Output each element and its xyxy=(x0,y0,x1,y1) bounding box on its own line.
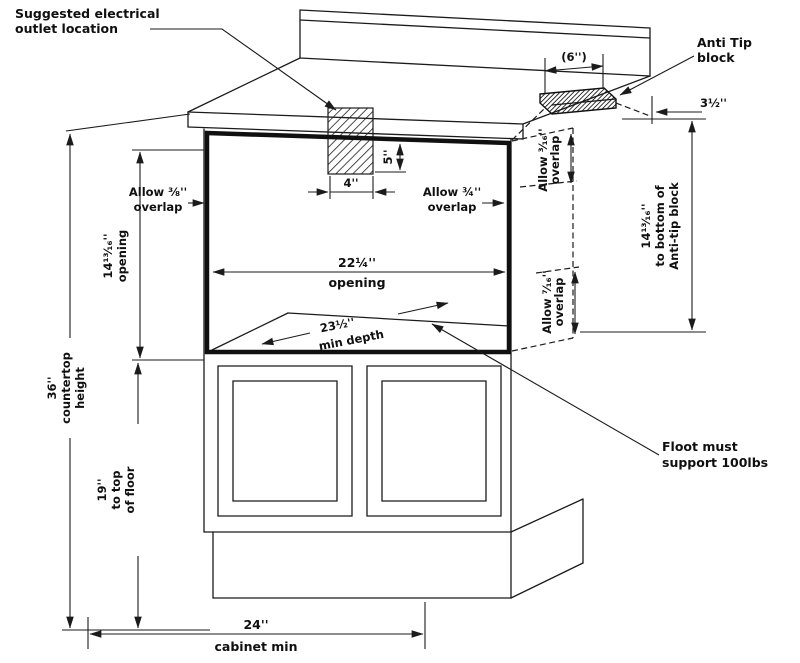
dim-overlap-716-line1: Allow ⁷⁄₁₆'' xyxy=(540,270,554,333)
dim-cabinet-min: 24'' cabinet min xyxy=(87,602,426,654)
cavity-floor-back-edge xyxy=(287,312,510,327)
anti-tip-leader-line xyxy=(619,55,695,96)
dim-floor-height-line2: to top xyxy=(109,470,123,509)
dim-block-offset-label: 3½'' xyxy=(700,96,727,110)
note-overlap-right: Allow ¾'' overlap xyxy=(423,185,505,214)
dim-outlet-width-label: 4'' xyxy=(343,176,358,190)
dim-opening-height-line1: 14¹³⁄₁₆'' xyxy=(101,233,115,278)
dim-overlap-316: Allow ³⁄₁₆'' overlap xyxy=(536,128,575,192)
dim-cabinet-min-line1: 24'' xyxy=(243,617,268,632)
dim-countertop-height: 36'' countertop height xyxy=(45,113,210,631)
dim-overlap-716-line2: overlap xyxy=(552,278,566,327)
note-overlap-right-line2: overlap xyxy=(428,200,477,214)
cavity-floor-edge xyxy=(211,312,289,351)
dim-overlap-316-line2: overlap xyxy=(548,136,562,185)
dim-opening-width-line1: 22¼'' xyxy=(338,255,376,270)
anti-tip-label-line2: block xyxy=(697,50,735,65)
dim-overlap-716: Allow ⁷⁄₁₆'' overlap xyxy=(540,270,579,335)
dim-outlet-height-label: 5'' xyxy=(381,149,395,164)
outlet-leader-line xyxy=(150,28,337,111)
outlet-note-line1: Suggested electrical xyxy=(15,6,160,21)
dim-countertop-line2: countertop xyxy=(59,352,73,424)
right-door xyxy=(366,365,502,517)
dim-opening-height: 14¹³⁄₁₆'' opening xyxy=(101,149,204,361)
dim-outlet-height: 5'' xyxy=(375,143,406,173)
dim-countertop-line1: 36'' xyxy=(45,376,59,399)
dim-overlap-316-line1: Allow ³⁄₁₆'' xyxy=(536,128,550,191)
dim-floor-height-line1: 19'' xyxy=(95,478,109,501)
dim-block-width-label: (6'') xyxy=(561,50,587,64)
dim-opening-height-line2: opening xyxy=(115,230,129,282)
dim-anti-tip-height: 14¹³⁄₁₆'' to bottom of Anti-tip block xyxy=(580,118,706,333)
dim-countertop-line3: height xyxy=(73,367,87,409)
oven-opening-outline xyxy=(204,130,512,355)
callout-anti-tip: Anti Tip block xyxy=(619,35,752,96)
dim-min-depth: 23½'' min depth xyxy=(261,301,449,353)
anti-tip-block xyxy=(539,87,617,115)
dim-anti-tip-height-line2: to bottom of xyxy=(653,184,667,266)
dim-opening-width-line2: opening xyxy=(328,275,385,290)
dim-anti-tip-height-line1: 14¹³⁄₁₆'' xyxy=(639,203,653,248)
dim-floor-height: 19'' to top of floor xyxy=(95,362,142,629)
callout-floor-support: Floot must support 100lbs xyxy=(431,323,768,470)
dim-block-width: (6'') xyxy=(544,50,604,93)
dim-min-depth-line1: 23½'' xyxy=(319,315,356,335)
floor-support-line1: Floot must xyxy=(662,439,738,454)
dim-block-offset: 3½'' xyxy=(651,96,727,124)
note-overlap-left-line1: Allow ⅜'' xyxy=(129,185,187,199)
outlet-note-line2: outlet location xyxy=(15,21,118,36)
floor-support-line2: support 100lbs xyxy=(662,455,768,470)
dim-anti-tip-height-line3: Anti-tip block xyxy=(667,182,681,270)
left-door xyxy=(217,365,353,517)
hidden-edges xyxy=(511,102,651,352)
note-overlap-right-line1: Allow ¾'' xyxy=(423,185,481,199)
left-door-panel xyxy=(232,380,338,502)
callout-outlet: Suggested electrical outlet location xyxy=(15,6,337,111)
note-overlap-left: Allow ⅜'' overlap xyxy=(129,185,205,214)
anti-tip-label-line1: Anti Tip xyxy=(697,35,752,50)
note-overlap-left-line2: overlap xyxy=(134,200,183,214)
dim-opening-width: 22¼'' opening xyxy=(212,255,506,290)
dim-floor-height-line3: of floor xyxy=(123,466,137,513)
dim-outlet-width: 4'' xyxy=(308,176,395,199)
dim-cabinet-min-line2: cabinet min xyxy=(215,639,298,654)
electrical-outlet-hatch xyxy=(327,107,374,175)
floor-support-leader-line xyxy=(431,323,660,456)
right-door-panel xyxy=(381,380,487,502)
